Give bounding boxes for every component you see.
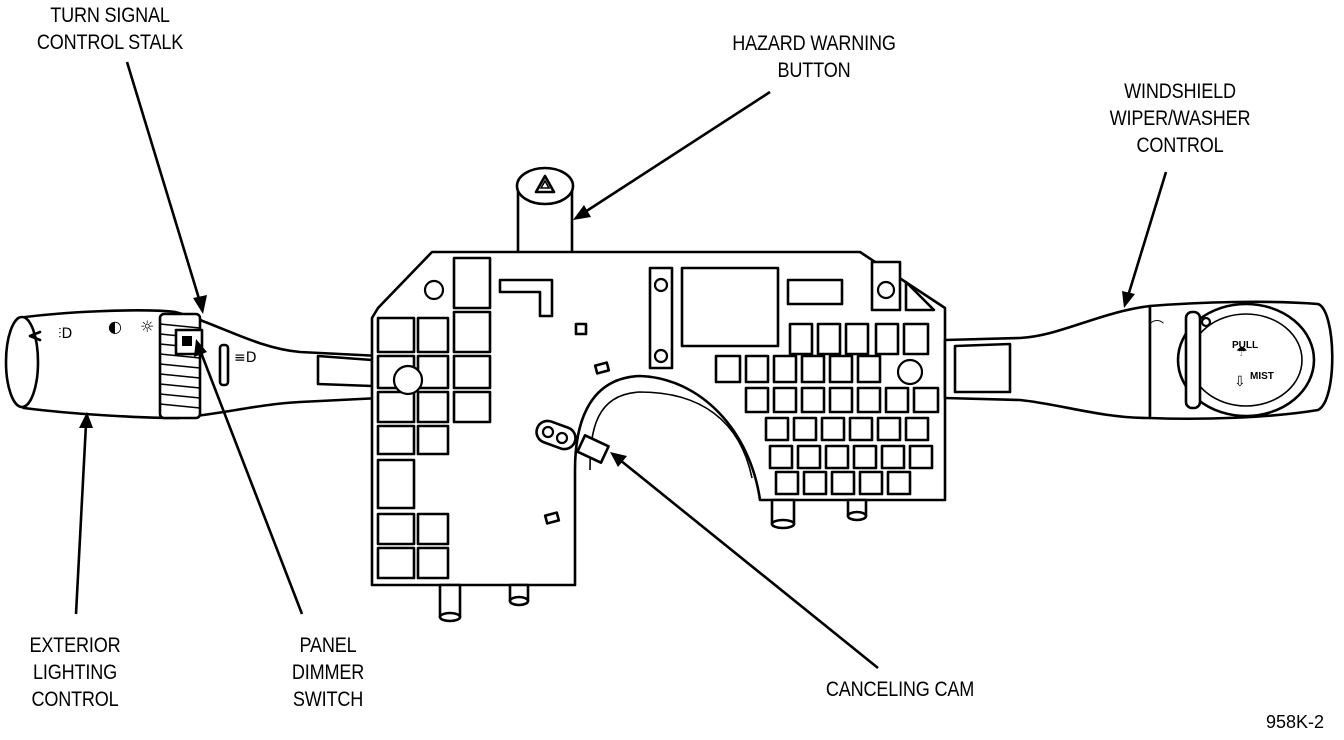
svg-text:◐: ◐	[108, 317, 122, 336]
label-turn-signal-control-stalk: TURN SIGNAL CONTROL STALK	[24, 2, 196, 56]
right-stalk: ⌒ ☂ ⇩	[943, 300, 1334, 421]
label-hazard-warning-button: HAZARD WARNING BUTTON	[719, 30, 908, 84]
svg-text:≡D: ≡D	[234, 350, 257, 366]
svg-text:☼: ☼	[140, 317, 154, 336]
label-line: PANEL	[299, 634, 357, 657]
label-panel-dimmer-switch: PANEL DIMMER SWITCH	[268, 632, 388, 713]
label-line: EXTERIOR	[29, 634, 121, 657]
label-line: CONTROL STALK	[36, 31, 184, 54]
label-line: TURN SIGNAL	[50, 4, 170, 27]
svg-text:⇩: ⇩	[1234, 374, 1246, 390]
label-line: SWITCH	[292, 688, 364, 711]
stalk-text-mist: MIST	[1250, 371, 1274, 382]
stalk-text-pull: PULL	[1232, 340, 1259, 351]
label-line: WIPER/WASHER	[1109, 107, 1251, 130]
switch-housing	[370, 250, 947, 623]
left-stalk: ⫶D ◐ ☼ ≡D	[4, 309, 382, 420]
figure-id: 958K-2	[1266, 712, 1325, 732]
label-line: LIGHTING	[33, 661, 117, 684]
svg-text:⫶D: ⫶D	[58, 326, 72, 342]
label-line: CONTROL	[31, 688, 119, 711]
svg-text:☂: ☂	[1236, 345, 1248, 360]
label-exterior-lighting-control: EXTERIOR LIGHTING CONTROL	[11, 632, 140, 713]
label-line: HAZARD WARNING	[732, 32, 896, 55]
label-line: WINDSHIELD	[1124, 80, 1236, 103]
svg-text:⌒: ⌒	[1150, 320, 1164, 336]
label-line: DIMMER	[291, 661, 365, 684]
label-line: BUTTON	[777, 59, 851, 82]
hazard-button	[515, 166, 575, 260]
label-line: CONTROL	[1136, 134, 1224, 157]
label-line: CANCELING CAM	[825, 678, 975, 701]
label-canceling-cam: CANCELING CAM	[805, 676, 994, 703]
label-windshield-wiper-washer-control: WINDSHIELD WIPER/WASHER CONTROL	[1094, 78, 1266, 159]
leader-arrows	[74, 61, 1168, 670]
